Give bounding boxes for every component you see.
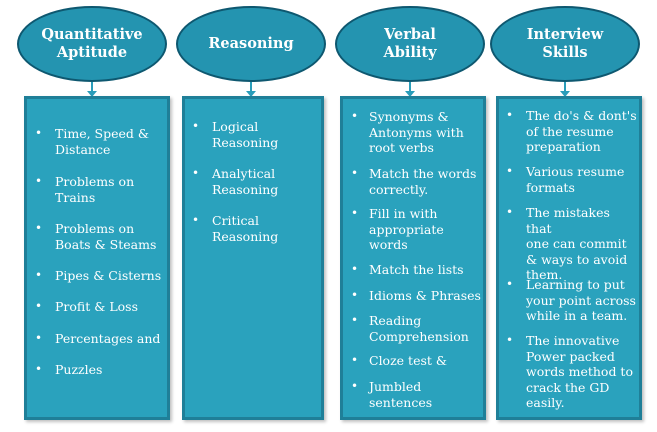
list-item: •Time, Speed & Distance (35, 126, 149, 157)
list-item: •Cloze test & (351, 353, 448, 368)
box-interview-skills: •The do's & dont's of the resume prepara… (496, 96, 642, 420)
arrow-quantitative-aptitude (87, 82, 97, 97)
box-reasoning: •Logical Reasoning •Analytical Reasoning… (182, 96, 324, 420)
list-item: •Match the words correctly. (351, 166, 477, 197)
header-reasoning: Reasoning (176, 6, 326, 82)
list-item: •Pipes & Cisterns (35, 268, 162, 283)
list-item: •Match the lists (351, 262, 464, 277)
arrow-verbal-ability (405, 82, 415, 97)
list-item: •Problems on Boats & Steams (35, 221, 157, 252)
list-item: •The innovative Power packed words metho… (506, 333, 633, 410)
arrow-reasoning (246, 82, 256, 97)
header-verbal-ability: Verbal Ability (335, 6, 485, 82)
list-item: •Synonyms & Antonyms with root verbs (351, 109, 464, 155)
list-item: •Problems on Trains (35, 174, 135, 205)
list-item: •Analytical Reasoning (192, 166, 279, 197)
box-quantitative-aptitude: •Time, Speed & Distance •Problems on Tra… (24, 96, 170, 420)
arrow-interview-skills (560, 82, 570, 97)
list-item: •Logical Reasoning (192, 119, 279, 150)
list-item: •The do's & dont's of the resume prepara… (506, 108, 637, 154)
list-item: •Percentages and (35, 331, 161, 346)
list-item: •Reading Comprehension (351, 313, 469, 344)
list-item: •Critical Reasoning (192, 213, 279, 244)
box-verbal-ability: •Synonyms & Antonyms with root verbs •Ma… (340, 96, 486, 420)
list-item: •Profit & Loss (35, 299, 139, 314)
list-item: •Puzzles (35, 362, 103, 377)
header-quantitative-aptitude: Quantitative Aptitude (17, 6, 167, 82)
list-item: •Learning to put your point across while… (506, 277, 636, 323)
list-item: •Various resume formats (506, 164, 625, 195)
header-interview-skills: Interview Skills (490, 6, 640, 82)
list-item: •Fill in with appropriate words (351, 206, 444, 252)
list-item: •The mistakes that one can commit & ways… (506, 205, 628, 282)
list-item: •Idioms & Phrases (351, 288, 481, 303)
list-item: •Jumbled sentences (351, 379, 433, 410)
